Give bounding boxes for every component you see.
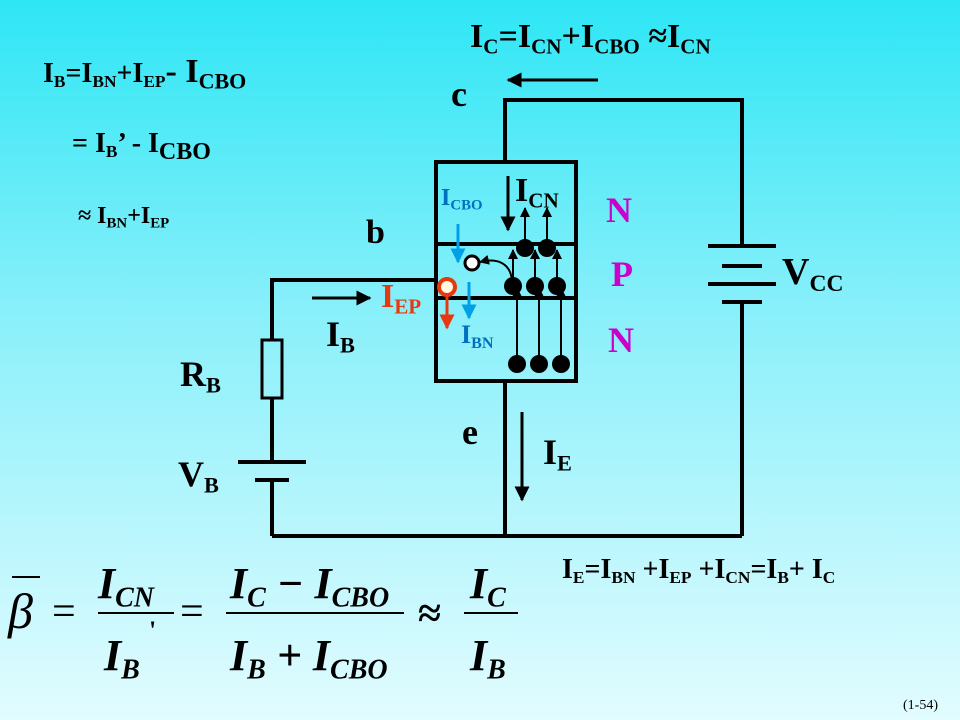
icbo-label: ICBO <box>441 185 483 214</box>
vb-label: VB <box>178 454 219 498</box>
battery-vb <box>238 460 306 482</box>
resistor-rb <box>260 338 284 400</box>
region-p: P <box>611 254 633 294</box>
ib-formula-line2: = IB’ - ICBO <box>72 128 211 166</box>
beta-equals-1: = <box>52 589 76 635</box>
vcc-label: VCC <box>782 251 844 298</box>
ibn-label: IBN <box>461 320 494 352</box>
electron-flow <box>479 207 570 373</box>
page-number: (1-54) <box>903 698 938 713</box>
region-n-bottom: N <box>608 320 634 360</box>
rb-label: RB <box>180 354 221 398</box>
beta-approx: ≈ <box>418 591 442 637</box>
frac2-bar <box>226 612 404 614</box>
hole-orange <box>437 277 457 297</box>
beta-symbol: β <box>8 583 33 639</box>
terminal-b: b <box>366 214 385 251</box>
icn-label: ICN <box>515 172 559 213</box>
frac3-bar <box>464 612 518 614</box>
frac1-prime: ' <box>149 616 157 645</box>
region-n-top: N <box>606 190 632 230</box>
frac1-numerator: ICN <box>98 559 155 614</box>
battery-vcc <box>708 244 776 304</box>
terminal-c: c <box>451 74 467 114</box>
iep-label: IEP <box>381 278 422 319</box>
ic-formula: IC=ICN+ICBO ≈ICN <box>470 18 711 59</box>
terminal-e: e <box>462 412 478 452</box>
ib-formula-line3: ≈ IBN+IEP <box>78 203 170 232</box>
frac3-denominator: IB <box>470 631 506 686</box>
circuit-wires <box>270 98 744 538</box>
frac2-numerator: IC − ICBO <box>230 559 390 614</box>
frac3-numerator: IC <box>470 559 506 614</box>
hole-black <box>463 254 481 272</box>
ib-label: IB <box>326 314 355 358</box>
beta-equals-2: = <box>180 589 204 635</box>
ib-formula-line1: IB=IBN+IEP- ICBO <box>43 53 247 94</box>
frac1-bar <box>98 612 174 614</box>
frac2-denominator: IB + ICBO <box>230 631 388 686</box>
ie-formula: IE=IBN +IEP +ICN=IB+ IC <box>562 554 836 588</box>
transistor-box <box>434 160 578 383</box>
ie-label: IE <box>543 432 572 476</box>
frac1-denominator: IB <box>104 631 140 686</box>
